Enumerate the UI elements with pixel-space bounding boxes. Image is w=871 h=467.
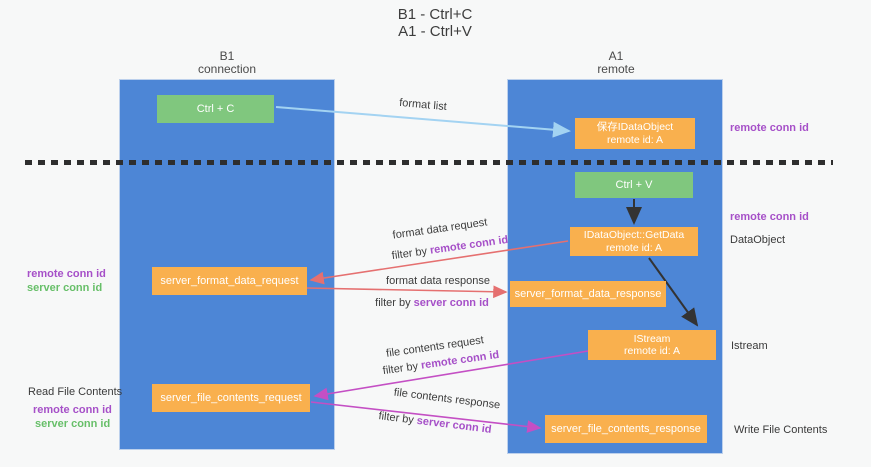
node-format-request-label: server_format_data_request (160, 274, 299, 287)
title-line-2: A1 - Ctrl+V (398, 23, 472, 40)
lane-a1-subtitle: remote (597, 62, 635, 76)
node-idataobject-getdata: IDataObject::GetData remote id: A (570, 227, 698, 256)
arrow-format-data-response (305, 285, 508, 299)
filter-server-conn-id: server conn id (416, 414, 493, 436)
node-server-format-data-request: server_format_data_request (152, 267, 307, 295)
node-server-format-data-response: server_format_data_response (510, 281, 666, 307)
node-save-idataobject: 保存IDataObject remote id: A (575, 118, 695, 149)
annotation-dataobject: DataObject (730, 234, 786, 246)
node-istream-line1: IStream (633, 332, 671, 345)
edge-label-filter-server-1: filter by server conn id (357, 297, 507, 309)
title-line-1: B1 - Ctrl+C (397, 6, 473, 23)
filter-prefix: filter by (375, 297, 414, 309)
node-getdata-line1: IDataObject::GetData (583, 229, 685, 241)
node-server-file-contents-request: server_file_contents_request (152, 384, 310, 412)
node-format-response-label: server_format_data_response (514, 287, 662, 300)
annotation-write-file-contents: Write File Contents (734, 424, 828, 436)
node-ctrl-v: Ctrl + V (575, 172, 693, 198)
edge-label-filter-server-2: filter by server conn id (360, 408, 510, 438)
edge-label-file-contents-response: file contents response (393, 386, 501, 412)
filter-prefix: filter by (377, 410, 418, 427)
annotation-remote-conn-id-top: remote conn id (730, 122, 809, 134)
node-file-response-label: server_file_contents_response (551, 422, 701, 435)
annotation-left-remote-conn-id: remote conn id (27, 268, 106, 280)
node-getdata-line2: remote id: A (605, 241, 663, 254)
node-ctrl-c: Ctrl + C (157, 95, 274, 123)
annotation-read-file-contents: Read File Contents (28, 386, 123, 398)
node-istream: IStream remote id: A (588, 330, 716, 360)
edge-label-format-list: format list (398, 96, 448, 114)
lane-a1-title: A1 (608, 49, 624, 63)
annotation-read-server-conn-id: server conn id (35, 418, 111, 430)
annotation-istream: Istream (731, 340, 768, 352)
node-save-idataobject-line1: 保存IDataObject (596, 121, 674, 133)
filter-remote-conn-id: remote conn id (429, 233, 509, 257)
lane-header-b1: B1 connection (177, 50, 277, 76)
node-istream-line2: remote id: A (623, 345, 681, 357)
filter-prefix: filter by (382, 359, 422, 378)
filter-prefix: filter by (391, 244, 431, 263)
node-file-request-label: server_file_contents_request (160, 391, 302, 404)
annotation-left-server-conn-id: server conn id (27, 282, 103, 294)
node-ctrl-c-label: Ctrl + C (196, 103, 235, 115)
dashed-separator (25, 160, 833, 165)
lane-header-a1: A1 remote (566, 50, 666, 76)
node-ctrl-v-label: Ctrl + V (615, 179, 653, 191)
annotation-remote-conn-id-mid: remote conn id (730, 211, 809, 223)
lane-b1-title: B1 (219, 49, 235, 63)
edge-label-format-data-response: format data response (386, 275, 490, 287)
diagram-title: B1 - Ctrl+C A1 - Ctrl+V (335, 6, 535, 40)
filter-server-conn-id: server conn id (413, 297, 489, 309)
annotation-read-remote-conn-id: remote conn id (33, 404, 112, 416)
node-save-idataobject-line2: remote id: A (606, 133, 664, 146)
node-server-file-contents-response: server_file_contents_response (545, 415, 707, 443)
lane-b1-subtitle: connection (197, 62, 257, 76)
